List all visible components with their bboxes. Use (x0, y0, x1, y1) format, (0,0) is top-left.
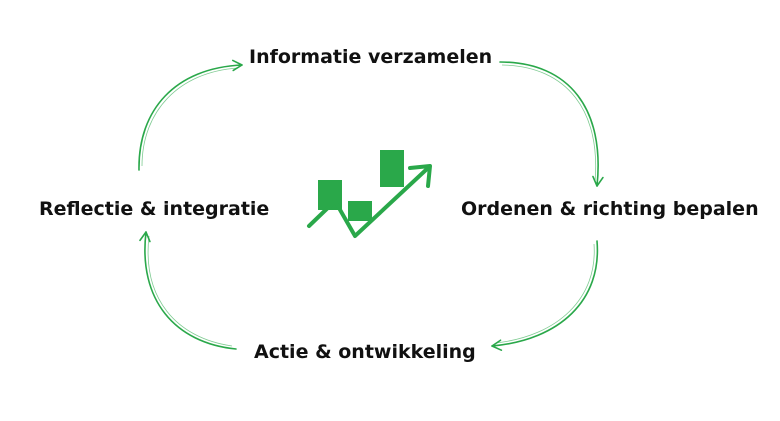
arrow-right-to-bottom (491, 240, 599, 351)
step-label-action-development: Actie & ontwikkeling (254, 341, 476, 363)
arrow-top-to-right (499, 61, 604, 187)
step-label-information-gathering: Informatie verzamelen (249, 46, 493, 68)
arrow-left-to-top (138, 59, 243, 171)
chart-bar-2 (348, 201, 372, 221)
step-label-ordering-direction: Ordenen & richting bepalen (461, 198, 759, 220)
trend-line (307, 166, 430, 238)
step-label-reflection-integration: Reflectie & integratie (39, 198, 270, 220)
chart-bar-3 (380, 150, 404, 187)
arrow-bottom-to-left (139, 231, 237, 350)
trend-arrowhead (408, 164, 432, 188)
growth-chart-icon (307, 150, 432, 238)
